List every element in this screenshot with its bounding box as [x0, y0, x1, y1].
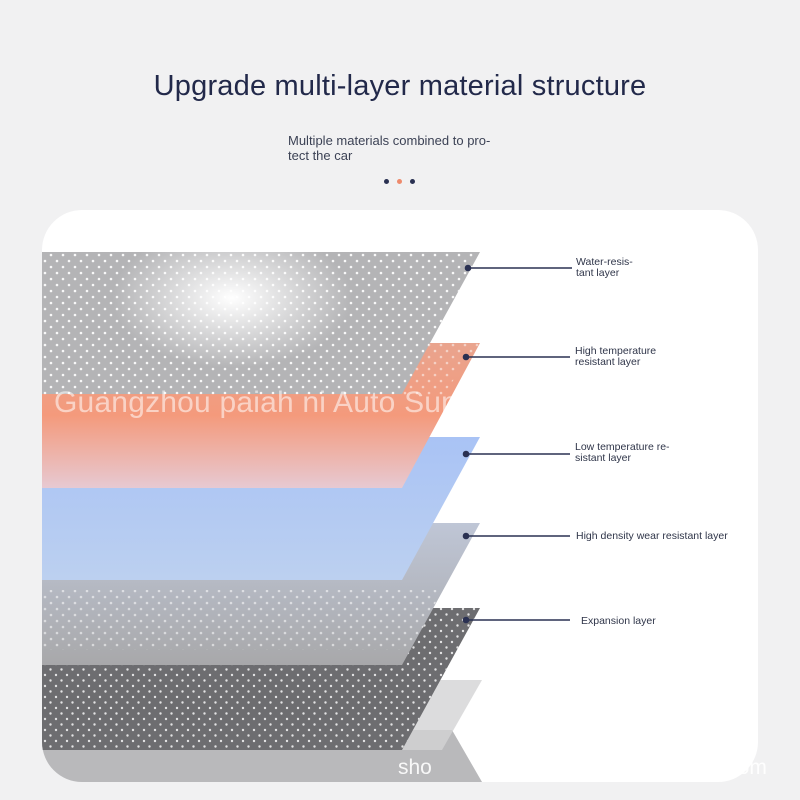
leader-dot-water — [464, 264, 472, 272]
watermark-bottom-right: om — [737, 756, 767, 779]
subtitle-line: Multiple materials combined to pro- — [288, 133, 491, 148]
dot — [410, 179, 415, 184]
watermark-text: Guangzhou paiah ni Auto Supplies Co., Lt… — [54, 386, 636, 419]
subtitle-line: tect the car — [288, 148, 353, 163]
label-low-temperature: Low temperature re- sistant layer — [575, 441, 670, 464]
leader-dot-low-temp — [462, 450, 470, 458]
pagination-dots — [384, 179, 418, 185]
label-wear-resistant: High density wear resistant layer — [576, 530, 728, 542]
light-glare — [112, 228, 352, 368]
leader-dot-expansion — [462, 616, 470, 624]
layer-card — [42, 210, 758, 782]
layer-wear-dots — [42, 590, 442, 650]
label-high-temperature: High temperature resistant layer — [575, 345, 657, 368]
leader-dot-high-temp — [462, 353, 470, 361]
leader-dot-wear — [462, 532, 470, 540]
dot — [384, 179, 389, 184]
watermark-bottom-left: sho — [398, 756, 432, 779]
subtitle: Multiple materials combined to pro- tect… — [288, 133, 528, 163]
page-title: Upgrade multi-layer material structure — [153, 70, 647, 102]
watermark-bottom: sho om — [398, 756, 767, 780]
layer-stack-illustration — [42, 228, 572, 782]
label-expansion: Expansion layer — [581, 615, 656, 627]
label-water-resistant: Water-resis- tant layer — [576, 256, 633, 279]
dot-active — [397, 179, 402, 184]
